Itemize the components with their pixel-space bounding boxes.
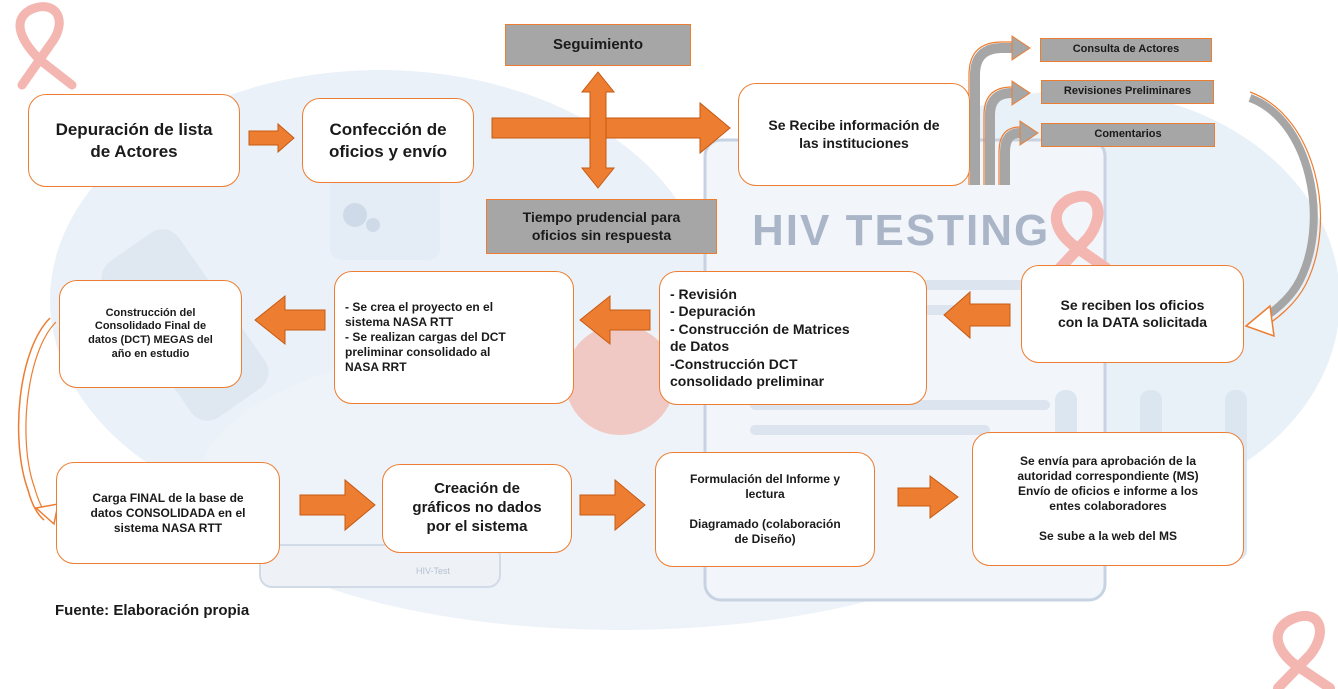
node-depuracion: Depuración de lista de Actores bbox=[28, 94, 240, 187]
node-consulta-actores: Consulta de Actores bbox=[1040, 38, 1212, 62]
ribbon-top-left bbox=[15, 2, 77, 90]
lab-dot bbox=[343, 203, 367, 227]
ribbon-clipboard bbox=[1050, 190, 1112, 274]
node-comentarios: Comentarios bbox=[1041, 123, 1215, 147]
hiv-test-label: HIV-Test bbox=[416, 566, 451, 576]
blood-cell-shape bbox=[565, 325, 675, 435]
node-carga-final: Carga FINAL de la base de datos CONSOLID… bbox=[56, 462, 280, 564]
node-envio: Se envía para aprobación de la autoridad… bbox=[972, 432, 1244, 566]
clipboard-line bbox=[750, 425, 990, 435]
node-formulacion: Formulación del Informe y lectura Diagra… bbox=[655, 452, 875, 567]
node-revisiones-preliminares: Revisiones Preliminares bbox=[1041, 80, 1214, 104]
node-construccion-final: Construcción del Consolidado Final de da… bbox=[59, 280, 242, 388]
ribbon-bottom-right bbox=[1272, 610, 1335, 689]
test-strip-shape bbox=[259, 544, 501, 588]
node-tiempo: Tiempo prudencial para oficios sin respu… bbox=[486, 199, 717, 254]
lab-dot bbox=[366, 218, 380, 232]
node-revision-list: - Revisión - Depuración - Construcción d… bbox=[659, 271, 927, 405]
node-proyecto: - Se crea el proyecto en el sistema NASA… bbox=[334, 271, 574, 404]
node-recibe-info: Se Recibe información de las institucion… bbox=[738, 83, 970, 186]
node-reciben-oficios: Se reciben los oficios con la DATA solic… bbox=[1021, 265, 1244, 363]
source-caption: Fuente: Elaboración propia bbox=[55, 602, 250, 619]
node-confeccion: Confección de oficios y envío bbox=[302, 98, 474, 183]
lab-panel bbox=[330, 170, 440, 260]
node-creacion-graficos: Creación de gráficos no dados por el sis… bbox=[382, 464, 572, 553]
node-seguimiento: Seguimiento bbox=[505, 24, 691, 66]
hiv-testing-title: HIV TESTING bbox=[752, 206, 1051, 255]
